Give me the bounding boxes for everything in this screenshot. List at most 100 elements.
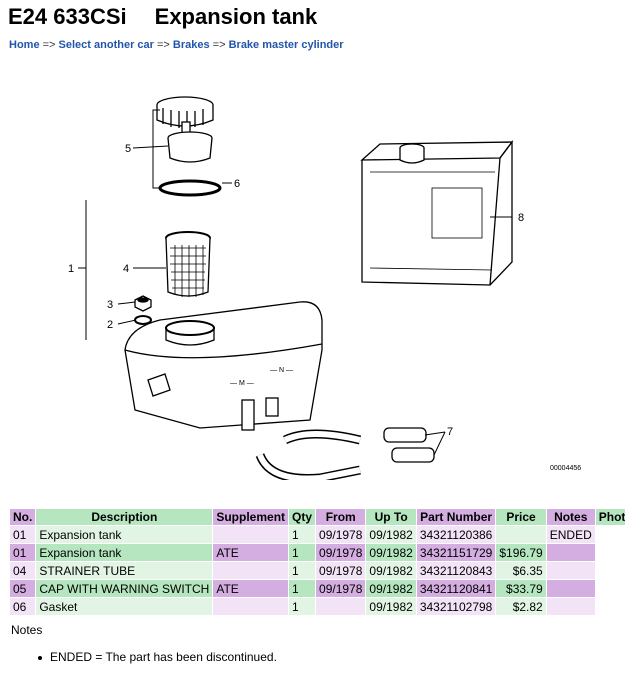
cell-upto: 09/1982 bbox=[366, 544, 416, 561]
table-row[interactable]: 01 Expansion tank ATE 1 09/1978 09/1982 … bbox=[10, 544, 625, 561]
cell-notes bbox=[546, 562, 595, 579]
breadcrumb-separator: => bbox=[156, 39, 170, 51]
cell-notes bbox=[546, 580, 595, 597]
cell-no: 06 bbox=[10, 598, 36, 615]
cell-photo bbox=[596, 544, 625, 561]
cell-supplement bbox=[213, 562, 289, 579]
col-header-upto: Up To bbox=[366, 509, 416, 525]
col-header-part-number: Part Number bbox=[416, 509, 496, 525]
cell-upto: 09/1982 bbox=[366, 526, 416, 543]
cell-part-number: 34321120386 bbox=[416, 526, 496, 543]
breadcrumb-separator: => bbox=[212, 39, 226, 51]
callout-1-label: 1 bbox=[68, 263, 74, 275]
col-header-notes: Notes bbox=[546, 509, 595, 525]
cell-upto: 09/1982 bbox=[366, 598, 416, 615]
cell-description: CAP WITH WARNING SWITCH bbox=[36, 580, 213, 597]
cell-supplement bbox=[213, 526, 289, 543]
cell-photo bbox=[596, 526, 625, 543]
cell-supplement bbox=[213, 598, 289, 615]
cell-part-number: 34321120841 bbox=[416, 580, 496, 597]
cap-part bbox=[156, 96, 214, 163]
notes-heading: Notes bbox=[11, 623, 43, 637]
cell-from: 09/1978 bbox=[316, 562, 366, 579]
col-header-description: Description bbox=[36, 509, 213, 525]
col-header-supplement: Supplement bbox=[213, 509, 289, 525]
cell-qty: 1 bbox=[289, 598, 316, 615]
table-row[interactable]: 04 STRAINER TUBE 1 09/1978 09/1982 34321… bbox=[10, 562, 625, 579]
callout-5-label: 5 bbox=[125, 143, 131, 155]
cell-description: Expansion tank bbox=[36, 526, 213, 543]
callout-labels: 1 2 3 4 5 6 7 8 00004456 bbox=[68, 143, 581, 472]
cell-from bbox=[316, 598, 366, 615]
cell-upto: 09/1982 bbox=[366, 562, 416, 579]
list-item: ENDED = The part has been discontinued. bbox=[38, 650, 277, 664]
cell-part-number: 34321102798 bbox=[416, 598, 496, 615]
assembly-bracket-line bbox=[152, 109, 160, 189]
breadcrumb-separator: => bbox=[42, 39, 56, 51]
col-header-price: Price bbox=[496, 509, 546, 525]
reservoir-part: — M — — N — bbox=[124, 301, 323, 431]
svg-text:— N —: — N — bbox=[270, 367, 293, 374]
cell-price: $2.82 bbox=[496, 598, 546, 615]
parts-diagram: — M — — N — 1 2 3 4 5 6 7 bbox=[68, 96, 581, 480]
cell-price: $33.79 bbox=[496, 580, 546, 597]
fluid-can-part bbox=[360, 140, 514, 286]
cell-qty: 1 bbox=[289, 526, 316, 543]
callout-8-label: 8 bbox=[518, 212, 524, 224]
cell-part-number: 34321120843 bbox=[416, 562, 496, 579]
table-row[interactable]: 01 Expansion tank 1 09/1978 09/1982 3432… bbox=[10, 526, 625, 543]
hoses-part bbox=[255, 427, 435, 480]
gasket-ring bbox=[158, 179, 222, 197]
breadcrumb-brakes-link[interactable]: Brakes bbox=[172, 39, 210, 51]
cell-notes: ENDED bbox=[546, 526, 595, 543]
page-title: E24 633CSi Expansion tank bbox=[8, 4, 317, 30]
cell-notes bbox=[546, 598, 595, 615]
cell-from: 09/1978 bbox=[316, 544, 366, 561]
svg-text:— M —: — M — bbox=[230, 380, 254, 387]
col-header-from: From bbox=[316, 509, 366, 525]
cell-no: 05 bbox=[10, 580, 36, 597]
cell-description: Expansion tank bbox=[36, 544, 213, 561]
col-header-no: No. bbox=[10, 509, 36, 525]
cell-upto: 09/1982 bbox=[366, 580, 416, 597]
cell-from: 09/1978 bbox=[316, 580, 366, 597]
callout-7-label: 7 bbox=[447, 426, 453, 438]
car-model: E24 633CSi bbox=[8, 4, 127, 29]
cell-supplement: ATE bbox=[213, 544, 289, 561]
cell-qty: 1 bbox=[289, 562, 316, 579]
callout-3-label: 3 bbox=[107, 299, 113, 311]
cell-from: 09/1978 bbox=[316, 526, 366, 543]
cell-price bbox=[496, 526, 546, 543]
breadcrumb-master-cylinder-link[interactable]: Brake master cylinder bbox=[228, 39, 344, 51]
bullet-icon bbox=[38, 655, 42, 660]
diagram-code: 00004456 bbox=[550, 465, 581, 472]
cell-qty: 1 bbox=[289, 544, 316, 561]
callout-4-label: 4 bbox=[123, 263, 129, 275]
cell-photo bbox=[596, 580, 625, 597]
cell-photo bbox=[596, 562, 625, 579]
cell-photo bbox=[596, 598, 625, 615]
cell-no: 01 bbox=[10, 544, 36, 561]
parts-table: No. Description Supplement Qty From Up T… bbox=[9, 508, 625, 616]
cell-part-number: 34321151729 bbox=[416, 544, 496, 561]
notes-list: ENDED = The part has been discontinued. bbox=[38, 650, 277, 664]
col-header-photo: Photo bbox=[595, 509, 625, 525]
cell-no: 01 bbox=[10, 526, 36, 543]
cell-price: $6.35 bbox=[496, 562, 546, 579]
callout-6-label: 6 bbox=[234, 178, 240, 190]
table-row[interactable]: 05 CAP WITH WARNING SWITCH ATE 1 09/1978… bbox=[10, 580, 625, 597]
callout-leaders bbox=[78, 145, 512, 456]
cell-notes bbox=[546, 544, 595, 561]
cell-description: STRAINER TUBE bbox=[36, 562, 213, 579]
breadcrumb: Home => Select another car => Brakes => … bbox=[9, 39, 344, 51]
breadcrumb-select-car-link[interactable]: Select another car bbox=[58, 39, 154, 51]
note-text: ENDED = The part has been discontinued. bbox=[50, 650, 277, 664]
cell-description: Gasket bbox=[36, 598, 213, 615]
breadcrumb-home-link[interactable]: Home bbox=[9, 39, 40, 51]
table-row[interactable]: 06 Gasket 1 09/1982 34321102798 $2.82 bbox=[10, 598, 625, 615]
col-header-qty: Qty bbox=[289, 509, 316, 525]
table-header-row: No. Description Supplement Qty From Up T… bbox=[10, 509, 625, 525]
part-name: Expansion tank bbox=[154, 4, 318, 29]
strainer-tube-part bbox=[165, 231, 211, 297]
cell-no: 04 bbox=[10, 562, 36, 579]
